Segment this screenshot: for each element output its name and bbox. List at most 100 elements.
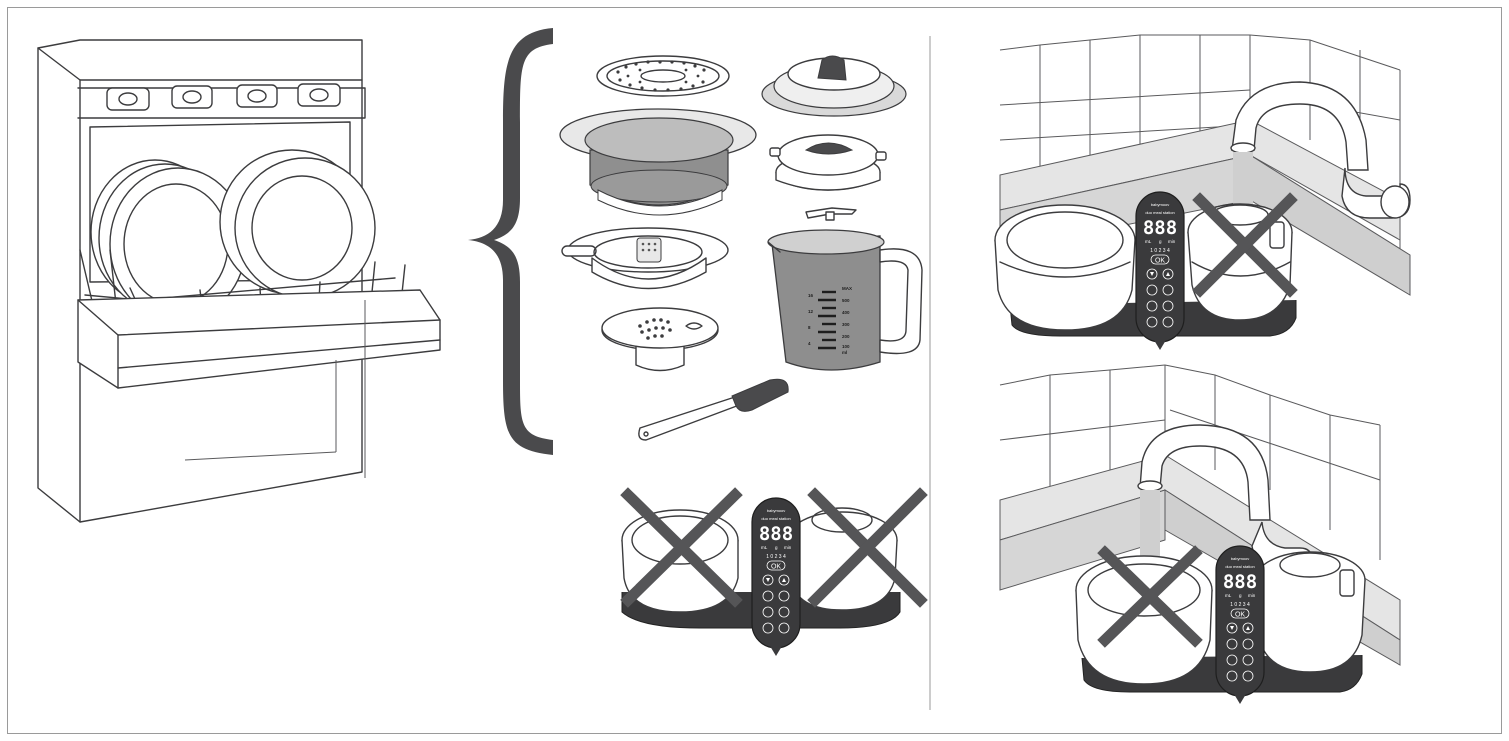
steam-icon[interactable] xyxy=(762,590,774,602)
level-indicators: 1 0 2 3 4 xyxy=(1150,248,1170,254)
ok-label: OK xyxy=(1235,612,1245,619)
arrow-up-icon[interactable] xyxy=(778,574,790,586)
panel-tip xyxy=(1154,340,1166,350)
keep-warm-icon[interactable] xyxy=(1162,316,1174,328)
display-readout: 888 xyxy=(759,523,793,545)
arrow-down-glyph xyxy=(766,578,770,582)
arrow-down-icon[interactable] xyxy=(762,574,774,586)
bottle-warm-icon[interactable] xyxy=(1226,654,1238,666)
sink-scene-top xyxy=(994,34,1411,337)
appliance-bottom-left-bowl xyxy=(1075,555,1213,685)
unit-g: g xyxy=(1159,239,1162,244)
brand-label: babymoov xyxy=(1231,556,1249,561)
steamer-bowl xyxy=(559,108,757,216)
display-readout: 888 xyxy=(1223,571,1257,593)
spatula xyxy=(638,378,789,441)
product-name: duo meal station xyxy=(1145,210,1174,215)
steamer-basket-lid xyxy=(596,55,730,97)
arrow-up-icon[interactable] xyxy=(1162,268,1174,280)
jug-ml-100: 100 xyxy=(842,344,850,349)
unit-g: g xyxy=(775,545,778,550)
blade xyxy=(805,207,857,221)
arrow-down-glyph xyxy=(1150,272,1154,276)
sink-scene-bottom xyxy=(999,364,1401,693)
keep-warm-icon[interactable] xyxy=(778,622,790,634)
appliance-bottom-right-bowl xyxy=(1254,551,1366,673)
jug-ml-200: 200 xyxy=(842,334,850,339)
bowl-lid xyxy=(769,134,887,191)
defrost-icon[interactable] xyxy=(1162,300,1174,312)
water-stream-top xyxy=(1233,152,1253,212)
bottle-warm-icon[interactable] xyxy=(762,606,774,618)
jug-oz-4: 4 xyxy=(808,341,811,346)
keep-warm-icon[interactable] xyxy=(1242,670,1254,682)
appliance-top-left-bowl xyxy=(994,204,1136,331)
arrow-down-glyph xyxy=(1230,626,1234,630)
unit-min: min xyxy=(1248,593,1256,598)
steam-icon[interactable] xyxy=(1226,638,1238,650)
ok-label: OK xyxy=(771,564,781,571)
jug-max-label: MAX xyxy=(842,286,852,291)
appliance-top-right-bowl xyxy=(1187,203,1293,321)
cross-mark xyxy=(620,487,743,608)
brand-label: babymoov xyxy=(1151,202,1169,207)
arrow-up-glyph xyxy=(1166,272,1170,276)
cross-mark xyxy=(1097,545,1203,648)
bottle-warm-icon[interactable] xyxy=(1146,300,1158,312)
level-indicators: 1 0 2 3 4 xyxy=(1230,602,1250,608)
jug-ml-500: 500 xyxy=(842,298,850,303)
dishwasher-knobs xyxy=(106,83,341,111)
defrost-icon[interactable] xyxy=(778,606,790,618)
product-name: duo meal station xyxy=(761,516,790,521)
blend-icon[interactable] xyxy=(1162,284,1174,296)
blend-icon[interactable] xyxy=(778,590,790,602)
arrow-up-icon[interactable] xyxy=(1242,622,1254,634)
defrost-icon[interactable] xyxy=(1242,654,1254,666)
jug-oz-12: 12 xyxy=(808,309,814,314)
panel-tip xyxy=(770,646,782,656)
unit-ml: mL xyxy=(1145,239,1152,244)
jug-graduations xyxy=(818,290,836,350)
dishwasher xyxy=(37,39,441,523)
blend-icon[interactable] xyxy=(1242,638,1254,650)
unit-min: min xyxy=(784,545,792,550)
display-readout: 888 xyxy=(1143,217,1177,239)
product-name: duo meal station xyxy=(1225,564,1254,569)
ok-button[interactable] xyxy=(1150,254,1170,265)
arrow-down-icon[interactable] xyxy=(1146,268,1158,280)
level-indicators: 1 0 2 3 4 xyxy=(766,554,786,560)
panel-tip xyxy=(1234,694,1246,704)
unit-ml: mL xyxy=(761,545,768,550)
cross-marks xyxy=(620,192,1298,648)
dishwasher-plates xyxy=(90,149,376,321)
jug-ml-400: 400 xyxy=(842,310,850,315)
jug-unit: ml xyxy=(842,350,847,355)
reheat-icon[interactable] xyxy=(1226,670,1238,682)
strainer-disc xyxy=(601,307,719,372)
measuring-jug: MAX 500 400 300 200 100 ml 16 12 8 4 xyxy=(767,229,923,371)
cross-mark xyxy=(807,487,928,608)
steam-icon[interactable] xyxy=(1146,284,1158,296)
jug-ml-300: 300 xyxy=(842,322,850,327)
unit-min: min xyxy=(1168,239,1176,244)
left-bowl xyxy=(621,509,739,613)
curly-brace xyxy=(468,28,553,455)
pot-lid-large xyxy=(761,55,907,117)
arrow-up-glyph xyxy=(782,578,786,582)
jug-oz-8: 8 xyxy=(808,325,811,330)
ok-button[interactable] xyxy=(1230,608,1250,619)
ok-button[interactable] xyxy=(766,560,786,571)
reheat-icon[interactable] xyxy=(762,622,774,634)
water-stream-bottom xyxy=(1140,490,1160,575)
reheat-icon[interactable] xyxy=(1146,316,1158,328)
frame xyxy=(7,7,1502,734)
unit-ml: mL xyxy=(1225,593,1232,598)
arrow-down-icon[interactable] xyxy=(1226,622,1238,634)
arrow-up-glyph xyxy=(1246,626,1250,630)
jug-oz-16: 16 xyxy=(808,293,814,298)
